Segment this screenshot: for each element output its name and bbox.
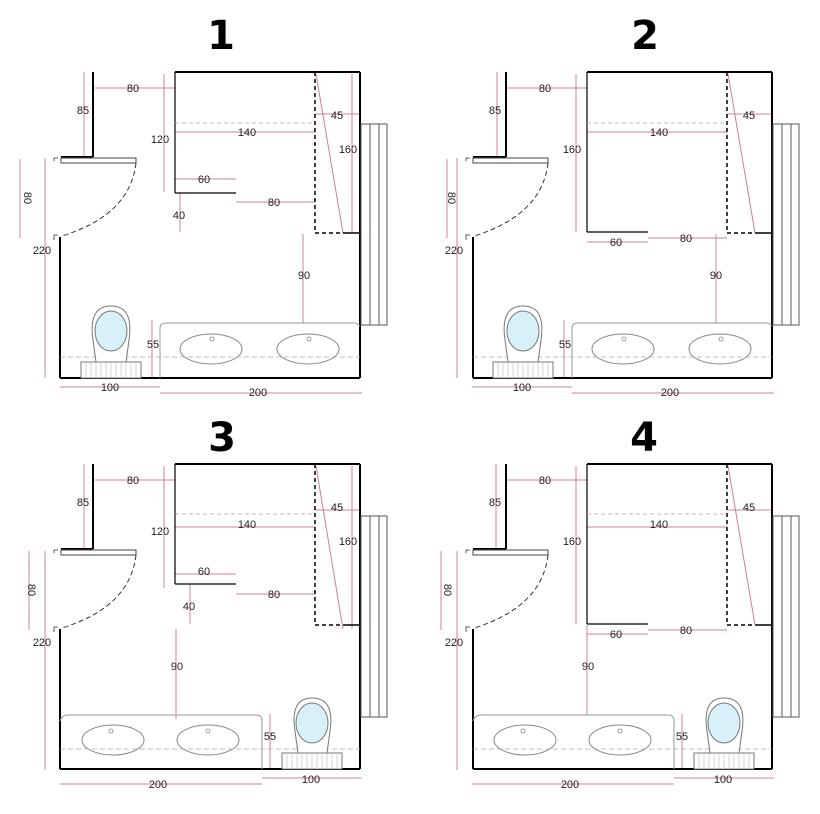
svg-text:220: 220 <box>33 637 51 649</box>
svg-text:90: 90 <box>582 661 594 673</box>
plan-drawing: 80 85 120 140 45 160 80 220 60 40 80 90 … <box>19 71 388 399</box>
svg-text:85: 85 <box>77 105 89 117</box>
svg-text:85: 85 <box>489 105 501 117</box>
svg-text:40: 40 <box>173 210 185 222</box>
floor-plan-1: 1 <box>0 0 410 400</box>
vanity <box>159 322 361 378</box>
shower-enclosure <box>314 71 360 234</box>
svg-text:200: 200 <box>661 387 679 399</box>
svg-text:80: 80 <box>21 192 33 204</box>
floor-plan-4: 4 <box>410 396 820 796</box>
svg-text:45: 45 <box>743 110 755 122</box>
plan-drawing: 80 85 120 140 45 160 80 220 60 40 80 90 … <box>25 463 388 791</box>
svg-text:55: 55 <box>264 731 276 743</box>
svg-text:160: 160 <box>339 536 357 548</box>
svg-text:220: 220 <box>445 637 463 649</box>
svg-text:80: 80 <box>268 589 280 601</box>
cabinet <box>174 464 236 585</box>
svg-text:80: 80 <box>680 233 692 245</box>
cabinet <box>586 72 648 233</box>
svg-text:80: 80 <box>268 197 280 209</box>
svg-text:220: 220 <box>445 245 463 257</box>
svg-text:220: 220 <box>33 245 51 257</box>
svg-text:120: 120 <box>151 134 169 146</box>
floor-plan-2: 2 <box>410 0 820 400</box>
svg-text:140: 140 <box>238 519 256 531</box>
svg-text:100: 100 <box>714 774 732 786</box>
cabinet <box>586 464 648 625</box>
toilet <box>281 697 343 770</box>
svg-text:90: 90 <box>171 661 183 673</box>
svg-text:140: 140 <box>650 519 668 531</box>
svg-text:40: 40 <box>183 601 195 613</box>
vanity <box>472 714 675 769</box>
toilet <box>693 697 755 770</box>
dimension-lines <box>446 72 774 394</box>
door <box>465 157 549 240</box>
svg-text:60: 60 <box>610 237 622 249</box>
dimension-lines <box>19 72 362 394</box>
shower-enclosure <box>314 463 360 626</box>
svg-text:120: 120 <box>151 526 169 538</box>
svg-text:80: 80 <box>25 584 37 596</box>
svg-text:90: 90 <box>710 270 722 282</box>
plan-drawing: 80 85 160 140 45 80 220 60 80 90 55 100 … <box>440 463 800 791</box>
svg-text:85: 85 <box>77 497 89 509</box>
svg-text:45: 45 <box>331 110 343 122</box>
svg-text:80: 80 <box>680 625 692 637</box>
plan-drawing: 80 85 160 140 45 80 220 60 80 90 55 100 … <box>445 71 800 399</box>
svg-text:55: 55 <box>676 731 688 743</box>
svg-text:60: 60 <box>198 174 210 186</box>
toilet <box>80 305 142 379</box>
svg-text:80: 80 <box>539 83 551 95</box>
svg-text:160: 160 <box>339 144 357 156</box>
plan-title: 2 <box>631 13 659 59</box>
shower-enclosure <box>726 71 772 234</box>
radiator <box>772 123 800 326</box>
svg-text:100: 100 <box>101 382 119 394</box>
shower-enclosure <box>726 463 772 626</box>
svg-text:55: 55 <box>559 339 571 351</box>
vanity <box>59 714 263 769</box>
svg-text:140: 140 <box>650 127 668 139</box>
svg-text:160: 160 <box>563 144 581 156</box>
svg-text:200: 200 <box>149 779 167 791</box>
plan-title: 4 <box>630 415 658 461</box>
svg-text:60: 60 <box>198 566 210 578</box>
floor-plan-3: 3 <box>0 396 410 796</box>
svg-text:45: 45 <box>743 502 755 514</box>
svg-text:160: 160 <box>563 536 581 548</box>
radiator <box>772 515 800 718</box>
svg-text:80: 80 <box>445 192 457 204</box>
cabinet <box>174 72 236 194</box>
door <box>465 549 549 632</box>
svg-text:85: 85 <box>489 497 501 509</box>
radiator <box>360 123 388 326</box>
svg-text:60: 60 <box>610 629 622 641</box>
svg-text:100: 100 <box>513 382 531 394</box>
dimension-lines <box>440 464 774 785</box>
plan-title: 3 <box>208 415 236 461</box>
door <box>53 549 137 632</box>
radiator <box>360 515 388 718</box>
svg-text:45: 45 <box>331 502 343 514</box>
svg-text:80: 80 <box>127 475 139 487</box>
svg-text:80: 80 <box>441 584 453 596</box>
vanity <box>571 322 773 378</box>
dimension-lines <box>28 464 362 785</box>
svg-text:200: 200 <box>249 387 267 399</box>
svg-text:80: 80 <box>539 475 551 487</box>
dim-label: 80 <box>127 83 139 95</box>
svg-text:140: 140 <box>238 127 256 139</box>
plan-title: 1 <box>207 13 235 59</box>
svg-text:100: 100 <box>302 774 320 786</box>
svg-text:55: 55 <box>147 339 159 351</box>
svg-text:90: 90 <box>298 270 310 282</box>
svg-text:200: 200 <box>561 779 579 791</box>
toilet <box>492 305 554 379</box>
door <box>53 157 137 240</box>
